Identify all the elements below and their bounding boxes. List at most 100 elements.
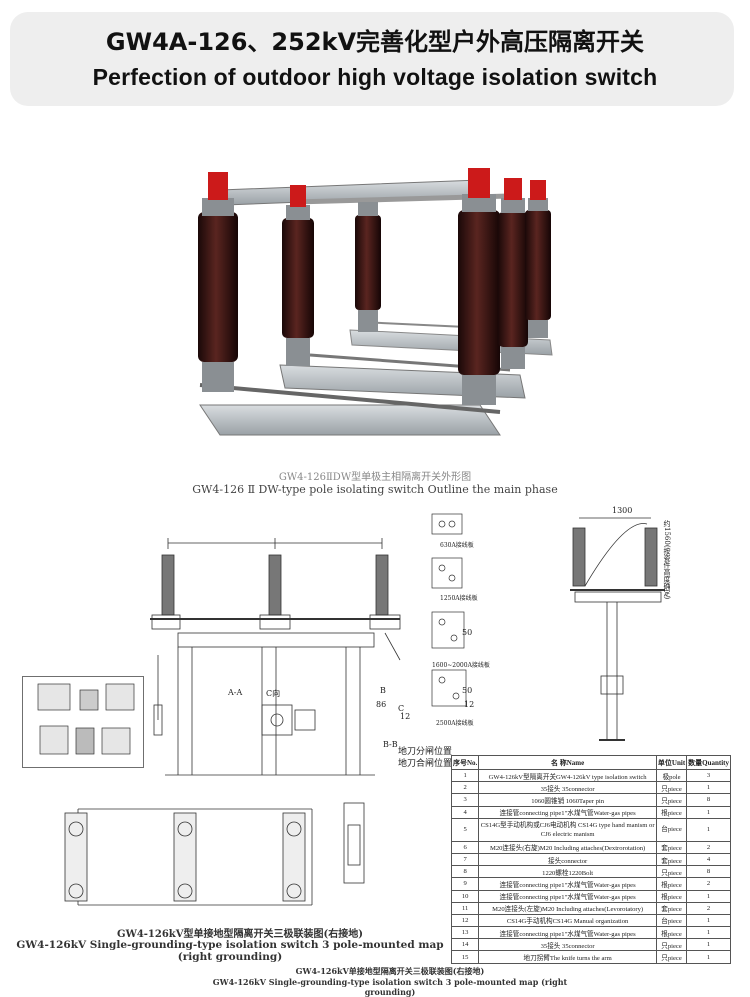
front-elevation-drawing (150, 538, 401, 776)
table-cell-qty: 1 (686, 950, 731, 964)
insulator-column (198, 172, 238, 392)
table-cell-name: 地刀拐臂The knife turns the arm (478, 950, 657, 964)
table-cell-name: M20连接头(右旋)M20 Including attaches(Dextror… (478, 840, 657, 854)
table-cell-qty: 2 (686, 840, 731, 854)
dim-2500: 2500A接线板 (436, 720, 474, 727)
table-cell-name: 连接管connecting pipe1"水煤气管Water-gas pipes (478, 926, 657, 940)
table-cell-qty: 1 (686, 926, 731, 940)
table-cell-unit: 根piece (655, 877, 688, 891)
view-c-label: C向 (266, 689, 281, 698)
table-cell-no: 6 (450, 840, 480, 854)
table-cell-name: 35接头 35connector (478, 781, 657, 795)
table-cell-no: 3 (450, 793, 480, 807)
table-cell-unit: 只piece (655, 938, 688, 952)
dim-1250: 1250A接线板 (440, 595, 478, 602)
bottom-left-caption-en: GW4-126kV Single-grounding-type isolatio… (16, 939, 444, 963)
insulator-column (525, 180, 551, 338)
table-cell-qty: 8 (686, 865, 731, 879)
table-cell-unit: 套piece (655, 901, 688, 915)
table-cell-no: 7 (450, 852, 480, 867)
table-cell-no: 14 (450, 938, 480, 952)
table-cell-unit: 套piece (655, 852, 688, 867)
table-cell-qty: 1 (686, 889, 731, 903)
table-cell-no: 12 (450, 913, 480, 928)
table-cell-qty: 1 (686, 938, 731, 952)
page-title-en: Perfection of outdoor high voltage isola… (92, 64, 658, 90)
table-cell-qty: 8 (686, 793, 731, 807)
bottom-caption-cn: GW4-126kV单接地型隔离开关三极联装图(右接地) (295, 966, 485, 976)
dim-50a: 50 (462, 628, 473, 637)
table-cell-no: 15 (450, 950, 480, 964)
table-cell-unit: 只piece (655, 950, 688, 964)
bottom-left-caption-cn: GW4-126kV型单接地型隔离开关三极联装图(右接地) (117, 929, 363, 940)
side-elevation-drawing (570, 517, 665, 741)
title-banner (10, 12, 734, 106)
table-cell-name: CS14G手动机构CS14G Manual organization (478, 913, 657, 928)
insulator-column (355, 202, 381, 332)
table-cell-unit: 只piece (655, 793, 688, 807)
bottom-caption-en: GW4-126kV Single-grounding-type isolatio… (212, 977, 568, 997)
table-cell-no: 5 (450, 817, 480, 842)
top-view-drawing (64, 802, 365, 906)
section-b-label: B (380, 686, 386, 695)
table-cell-no: 2 (450, 781, 480, 795)
table-cell-unit: 根piece (655, 926, 688, 940)
table-cell-qty: 1 (686, 817, 731, 842)
table-cell-unit: 套piece (655, 840, 688, 854)
table-cell-no: 13 (450, 926, 480, 940)
table-header-row: 序号No. 名 称Name 单位Unit 数量Quantity (450, 755, 731, 770)
table-cell-unit: 根piece (655, 805, 688, 819)
table-cell-qty: 4 (686, 852, 731, 867)
product-photo (198, 168, 553, 436)
table-cell-no: 4 (450, 805, 480, 819)
table-cell-unit: 台piece (655, 913, 688, 928)
table-cell-unit: 根piece (655, 889, 688, 903)
dim-12b: 12 (464, 700, 475, 709)
table-cell-name: M20连接头(左旋)M20 Including attaches(Levorot… (478, 901, 657, 915)
photo-caption-en: GW4-126 Ⅱ DW-type pole isolating switch … (192, 483, 558, 496)
table-cell-no: 9 (450, 877, 480, 891)
col-header-name: 名 称Name (478, 755, 657, 770)
table-cell-qty: 1 (686, 805, 731, 819)
col-header-unit: 单位Unit (655, 755, 688, 770)
vertical-height-note: 约1560(按瓷件高度确定) (663, 520, 671, 600)
view-c-arrow-label: C (398, 704, 405, 713)
table-cell-qty: 2 (686, 877, 731, 891)
table-cell-qty: 3 (686, 768, 731, 783)
table-cell-name: 连接管connecting pipe1"水煤气管Water-gas pipes (478, 877, 657, 891)
table-cell-name: 连接管connecting pipe1"水煤气管Water-gas pipes (478, 805, 657, 819)
col-header-no: 序号No. (450, 755, 480, 770)
table-cell-no: 10 (450, 889, 480, 903)
table-cell-name: GW4-126kV型隔离开关GW4-126kV type isolation s… (478, 768, 657, 783)
dim-1300: 1300 (612, 506, 633, 515)
table-cell-no: 1 (450, 768, 480, 783)
table-cell-unit: 极pole (655, 768, 688, 783)
page-title-cn: GW4A-126、252kV完善化型户外高压隔离开关 (105, 28, 645, 56)
table-cell-name: CS14G型手动机构或CJ6电动机构 CS14G type hand manis… (478, 817, 657, 842)
table-cell-name: 1220螺栓1220Bolt (478, 865, 657, 879)
table-cell-qty: 1 (686, 913, 731, 928)
legend-ground-open: 地刀分闸位置 (398, 747, 453, 757)
photo-caption-cn: GW4-126ⅡDW型单极主相隔离开关外形图 (278, 472, 472, 483)
insulator-column (458, 168, 500, 405)
section-bb-label: B-B (383, 740, 398, 749)
table-cell-no: 11 (450, 901, 480, 915)
dim-12: 12 (400, 712, 411, 721)
table-cell-name: 35接头 35connector (478, 938, 657, 952)
section-aa-label: A-A (228, 688, 243, 697)
